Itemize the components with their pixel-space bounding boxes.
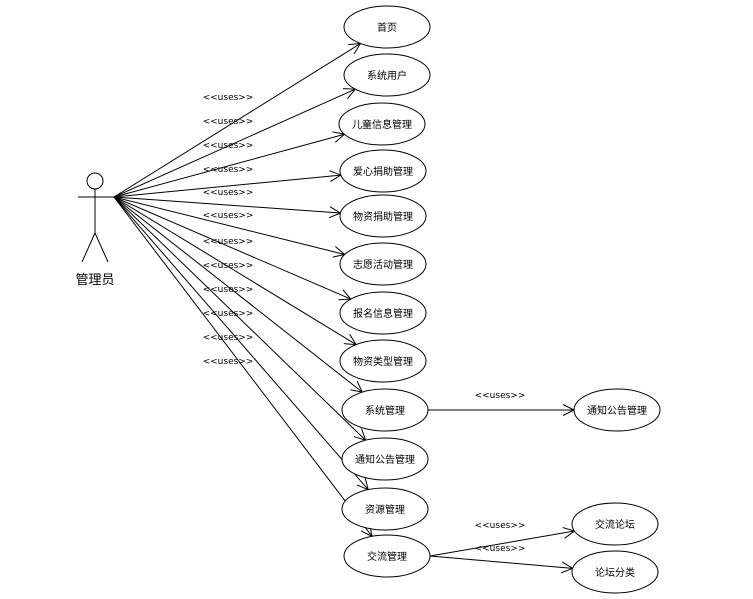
use-case-system-user: 系统用户 bbox=[343, 53, 431, 97]
use-case-resource-manage: 资源管理 bbox=[341, 487, 429, 531]
use-case-label: 系统用户 bbox=[367, 69, 407, 82]
use-case-label: 系统管理 bbox=[365, 404, 405, 417]
relation-line bbox=[429, 530, 575, 557]
actor-label: 管理员 bbox=[75, 273, 114, 288]
use-case-ellipse bbox=[339, 149, 427, 193]
uses-label: <<uses>> bbox=[475, 391, 526, 401]
use-case-label: 首页 bbox=[377, 21, 397, 34]
uses-label: <<uses>> bbox=[203, 141, 254, 151]
use-case-label: 报名信息管理 bbox=[353, 307, 413, 320]
uses-label: <<uses>> bbox=[203, 165, 254, 175]
relation-line bbox=[113, 196, 341, 214]
use-case-ellipse bbox=[571, 502, 659, 546]
use-case-ellipse bbox=[338, 102, 426, 146]
use-case-ellipse bbox=[339, 339, 427, 383]
actor-right-leg bbox=[94, 232, 109, 263]
use-case-ellipse bbox=[341, 437, 429, 481]
use-case-label: 交流管理 bbox=[367, 550, 407, 563]
use-case-label: 通知公告管理 bbox=[587, 404, 647, 417]
use-case-volunteer: 志愿活动管理 bbox=[339, 242, 427, 286]
use-case-label: 通知公告管理 bbox=[355, 453, 415, 466]
uses-label: <<uses>> bbox=[203, 357, 254, 367]
relation-line bbox=[113, 133, 345, 198]
uses-label: <<uses>> bbox=[203, 333, 254, 343]
actor-left-leg bbox=[81, 232, 96, 263]
use-case-ellipse bbox=[339, 242, 427, 286]
uses-relation-forum-category: <<uses>> bbox=[429, 544, 574, 574]
use-case-system-manage: 系统管理 bbox=[341, 388, 429, 432]
use-case-child-info: 儿童信息管理 bbox=[338, 102, 426, 146]
relation-line bbox=[113, 196, 373, 537]
use-case-label: 儿童信息管理 bbox=[352, 118, 412, 131]
edges-layer: <<uses>> <<uses>> <<uses>> <<uses>> <<uses>>… bbox=[113, 42, 576, 574]
relation-line bbox=[429, 555, 573, 569]
use-case-love-donation: 爱心捐助管理 bbox=[339, 149, 427, 193]
actor: 管理员 bbox=[75, 172, 115, 288]
uses-relation-volunteer: <<uses>> bbox=[113, 196, 346, 258]
uses-relation-notice-manage: <<uses>> bbox=[113, 196, 367, 442]
relation-line bbox=[113, 88, 356, 198]
relation-line bbox=[113, 196, 369, 490]
relation-line bbox=[113, 196, 366, 441]
use-case-label: 资源管理 bbox=[365, 503, 405, 516]
use-case-ellipse bbox=[343, 5, 431, 49]
uses-label: <<uses>> bbox=[203, 211, 254, 221]
use-case-ellipse bbox=[571, 550, 659, 594]
use-case-label: 物资捐助管理 bbox=[353, 210, 413, 223]
use-case-forum: 交流论坛 bbox=[571, 502, 659, 546]
uses-label: <<uses>> bbox=[203, 188, 254, 198]
uses-label: <<uses>> bbox=[203, 309, 254, 319]
uses-relation-sys-notice: <<uses>> bbox=[428, 391, 576, 416]
use-case-ellipse bbox=[341, 388, 429, 432]
relation-line bbox=[113, 196, 351, 300]
use-case-label: 爱心捐助管理 bbox=[353, 165, 413, 178]
use-case-ellipse bbox=[339, 291, 427, 335]
use-case-signup: 报名信息管理 bbox=[339, 291, 427, 335]
nodes-layer: 首页系统用户儿童信息管理爱心捐助管理物资捐助管理志愿活动管理报名信息管理物资类型… bbox=[338, 5, 661, 594]
use-case-ellipse bbox=[339, 194, 427, 238]
use-case-material-donation: 物资捐助管理 bbox=[339, 194, 427, 238]
uses-label: <<uses>> bbox=[203, 93, 254, 103]
relation-line bbox=[113, 196, 357, 346]
use-case-ellipse bbox=[573, 388, 661, 432]
relation-line bbox=[113, 43, 361, 198]
uses-label: <<uses>> bbox=[203, 117, 254, 127]
uses-label: <<uses>> bbox=[203, 261, 254, 271]
use-case-exchange-manage: 交流管理 bbox=[343, 534, 431, 578]
use-case-forum-category: 论坛分类 bbox=[571, 550, 659, 594]
actor-head bbox=[86, 172, 104, 190]
use-case-sys-notice: 通知公告管理 bbox=[573, 388, 661, 432]
relation-line bbox=[113, 196, 345, 255]
use-case-home: 首页 bbox=[343, 5, 431, 49]
uses-label: <<uses>> bbox=[475, 521, 526, 531]
use-case-label: 物资类型管理 bbox=[353, 355, 413, 368]
use-case-ellipse bbox=[341, 487, 429, 531]
use-case-ellipse bbox=[343, 53, 431, 97]
use-case-material-type: 物资类型管理 bbox=[339, 339, 427, 383]
use-case-label: 论坛分类 bbox=[595, 566, 635, 579]
relation-line bbox=[113, 174, 341, 198]
uses-relation-exchange-manage: <<uses>> bbox=[113, 196, 373, 538]
use-case-label: 志愿活动管理 bbox=[353, 258, 413, 271]
uses-label: <<uses>> bbox=[203, 237, 254, 247]
uses-label: <<uses>> bbox=[203, 285, 254, 295]
use-case-label: 交流论坛 bbox=[595, 518, 635, 531]
use-case-notice-manage: 通知公告管理 bbox=[341, 437, 429, 481]
relation-line bbox=[113, 196, 363, 393]
use-case-ellipse bbox=[343, 534, 431, 578]
uses-label: <<uses>> bbox=[475, 544, 526, 554]
